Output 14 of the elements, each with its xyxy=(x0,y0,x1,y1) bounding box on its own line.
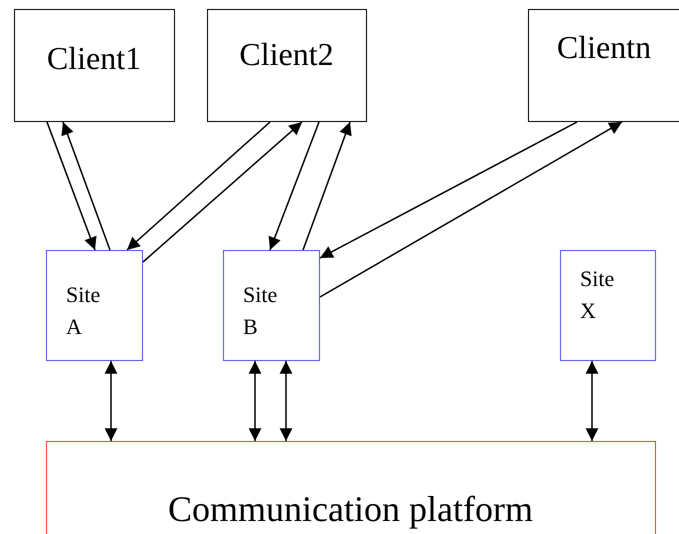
platform-label: Communication platform xyxy=(167,488,534,530)
site-label: Site B xyxy=(243,281,278,341)
platform-box xyxy=(46,441,656,534)
site-box xyxy=(560,250,656,361)
client-box xyxy=(207,9,367,122)
client-label: Clientn xyxy=(556,29,652,66)
site-label: Site X xyxy=(580,265,616,325)
client-box xyxy=(528,9,679,122)
site-label: Site A xyxy=(66,281,102,341)
client-box xyxy=(14,9,175,122)
client-label: Client2 xyxy=(238,36,335,73)
site-box xyxy=(223,250,320,361)
site-box xyxy=(46,250,143,361)
client-label: Client1 xyxy=(46,40,142,77)
